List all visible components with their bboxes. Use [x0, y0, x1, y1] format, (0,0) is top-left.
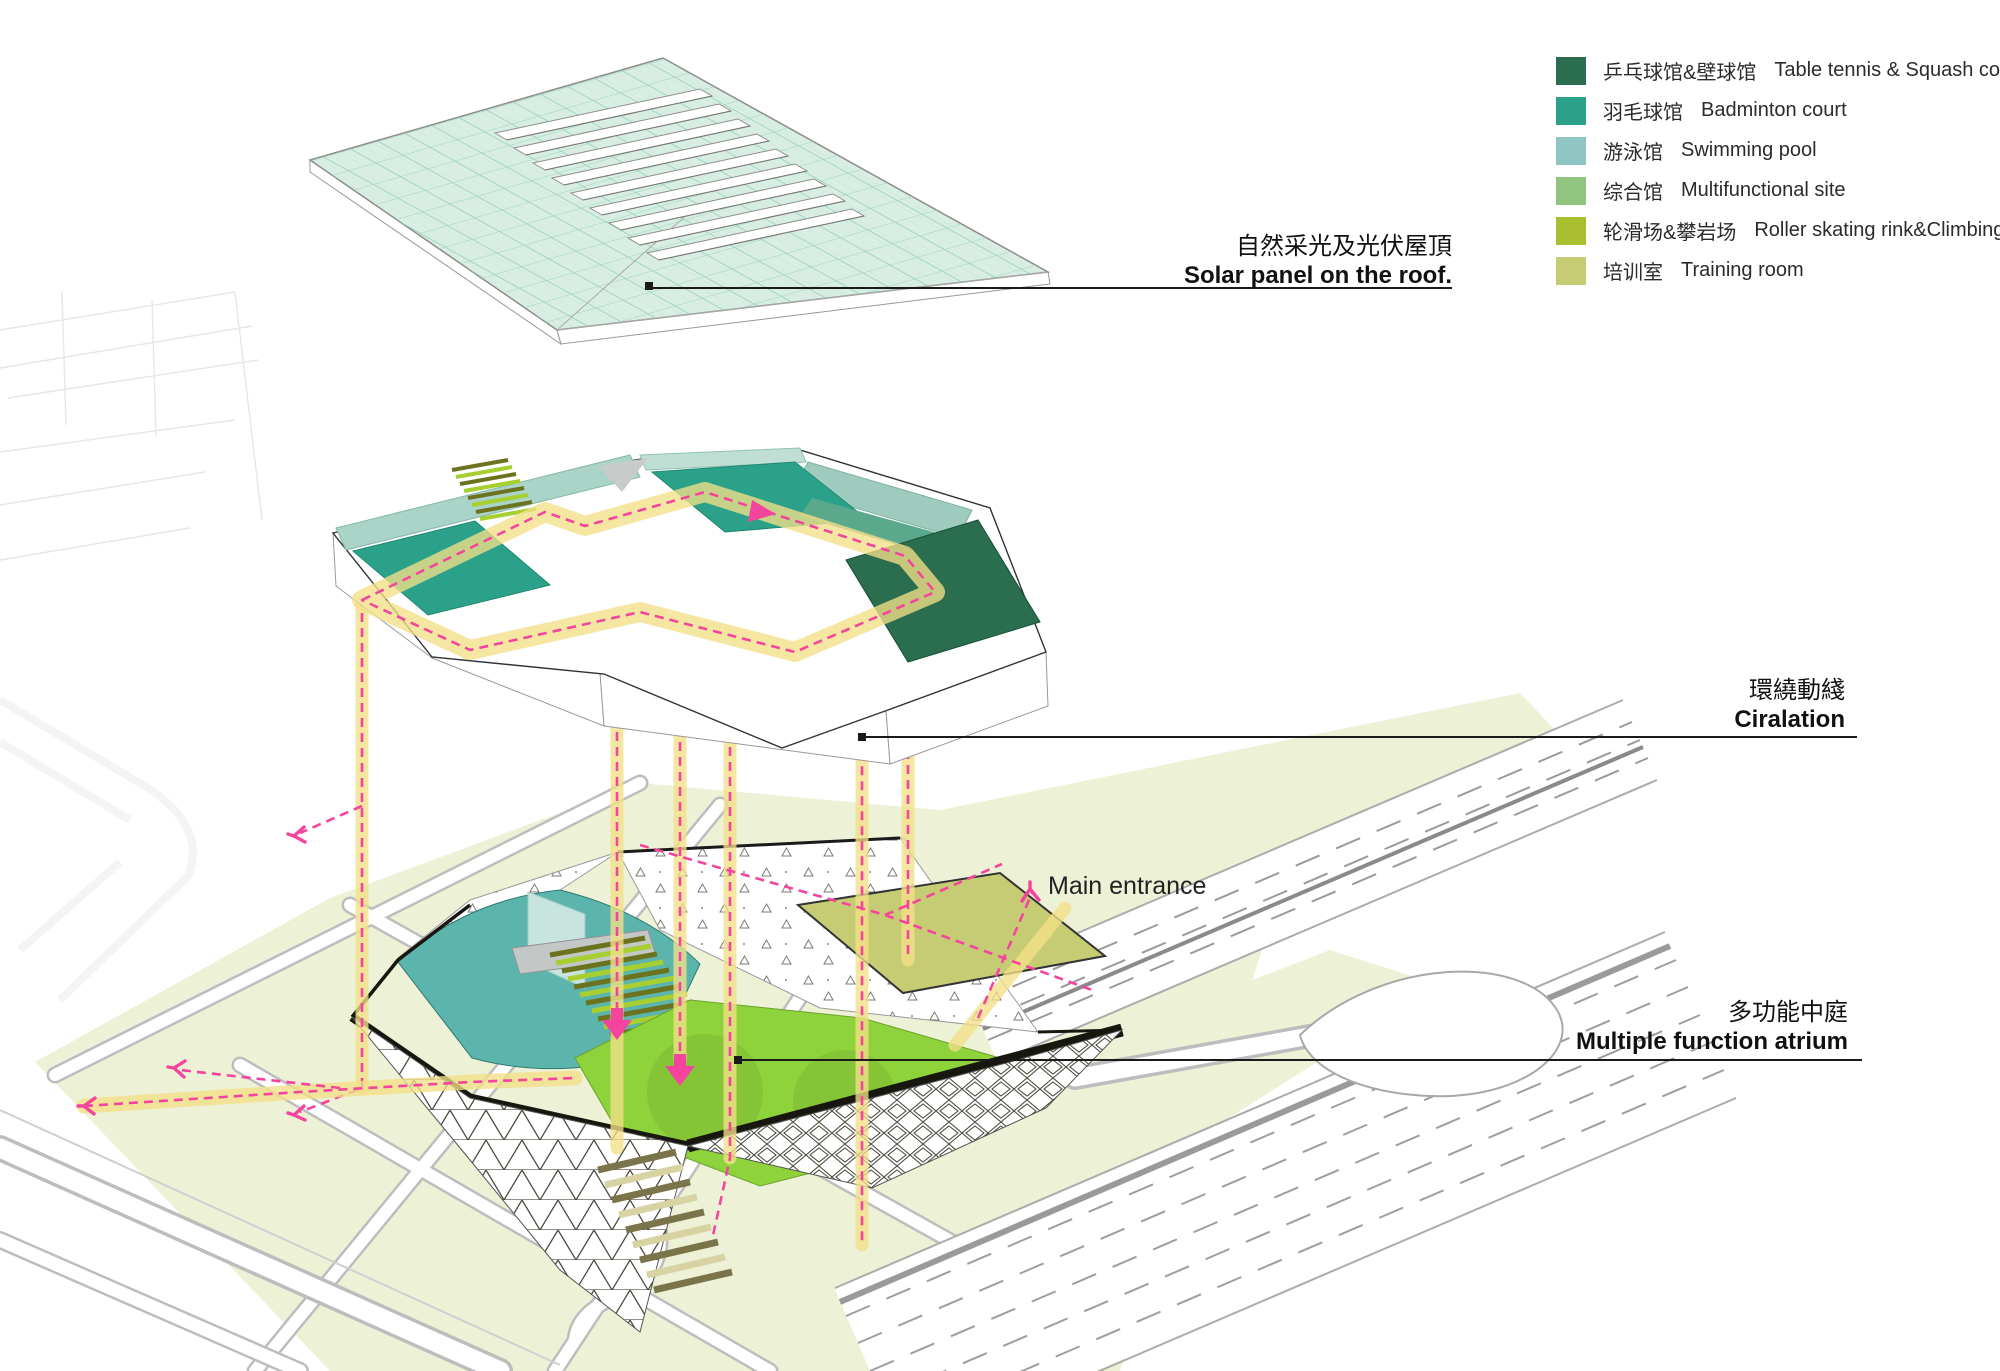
- floor-plate: [331, 447, 1049, 765]
- label-circulation-en: Ciralation: [1734, 706, 1845, 733]
- plate-ramp-stripes: [451, 458, 537, 521]
- legend-item-table-tennis: 乒乓球馆&壁球馆 Table tennis & Squash court: [1556, 56, 2000, 85]
- legend-swatch-training: [1556, 256, 1586, 285]
- legend-label-en: Roller skating rink&Climbing wall: [1754, 219, 2000, 241]
- ground-circulation: [76, 843, 1093, 1114]
- y-arrow: [286, 1104, 307, 1122]
- legend: 乒乓球馆&壁球馆 Table tennis & Squash court 羽毛球…: [1556, 56, 2000, 285]
- legend-swatch-table-tennis: [1556, 56, 1586, 85]
- solar-panel-array: [493, 88, 866, 261]
- label-atrium: 多功能中庭 Multiple function atrium: [1576, 998, 1848, 1056]
- label-main-entrance: Main entrance: [1048, 872, 1207, 900]
- legend-item-roller-skating: 轮滑场&攀岩场 Roller skating rink&Climbing wal…: [1556, 216, 2000, 245]
- label-circulation: 環繞動綫 Ciralation: [1734, 676, 1845, 734]
- label-circulation-cn: 環繞動綫: [1749, 677, 1845, 704]
- legend-label-cn: 游泳馆: [1603, 142, 1663, 164]
- y-arrow: [76, 1096, 97, 1116]
- label-solar-roof: 自然采光及光伏屋頂 Solar panel on the roof.: [1184, 232, 1452, 290]
- legend-item-badminton: 羽毛球馆 Badminton court: [1556, 96, 2000, 125]
- y-arrow-entrance: [1020, 880, 1041, 903]
- legend-label-en: Table tennis & Squash court: [1774, 59, 2000, 81]
- plate-circulation-route: [360, 490, 937, 654]
- y-arrow: [286, 825, 307, 844]
- down-arrows: [602, 1008, 695, 1086]
- legend-label-cn: 综合馆: [1603, 182, 1663, 204]
- legend-label-en: Multifunctional site: [1681, 179, 1846, 201]
- label-atrium-cn: 多功能中庭: [1728, 999, 1848, 1026]
- legend-label-cn: 乒乓球馆&壁球馆: [1603, 62, 1757, 84]
- route-arrows: [76, 825, 1041, 1122]
- legend-item-swimming: 游泳馆 Swimming pool: [1556, 136, 2000, 165]
- leader-solar: [645, 282, 1452, 290]
- entry-stairs: [597, 1148, 733, 1294]
- legend-label-cn: 轮滑场&攀岩场: [1603, 222, 1737, 244]
- legend-label-en: Swimming pool: [1681, 139, 1817, 161]
- right-facade-mesh: [688, 1030, 1122, 1188]
- leader-circulation: [858, 733, 1857, 741]
- loop-road: [1063, 970, 1564, 1098]
- label-solar-roof-cn: 自然采光及光伏屋頂: [1236, 233, 1452, 260]
- legend-label-en: Badminton court: [1701, 99, 1847, 121]
- legend-swatch-multifunctional: [1556, 176, 1586, 205]
- leader-lines: [645, 282, 1862, 1064]
- grey-notch: [598, 458, 648, 492]
- label-atrium-en: Multiple function atrium: [1576, 1028, 1848, 1055]
- faint-context-wireframe: [0, 291, 263, 1003]
- legend-swatch-swimming: [1556, 136, 1586, 165]
- legend-swatch-badminton: [1556, 96, 1586, 125]
- label-solar-roof-en: Solar panel on the roof.: [1183, 262, 1452, 289]
- legend-item-multifunctional: 综合馆 Multifunctional site: [1556, 176, 2000, 205]
- route-arrowhead: [748, 500, 776, 522]
- legend-swatch-roller-skating: [1556, 216, 1586, 245]
- y-arrow: [166, 1059, 187, 1079]
- legend-item-training: 培训室 Training room: [1556, 256, 2000, 285]
- left-facade-mesh: [352, 1017, 688, 1332]
- legend-label-cn: 羽毛球馆: [1603, 102, 1683, 124]
- legend-label-cn: 培训室: [1603, 262, 1663, 284]
- legend-label-en: Training room: [1681, 259, 1804, 281]
- perimeter-wall-top: [639, 447, 807, 471]
- leader-atrium: [734, 1056, 1862, 1064]
- solar-roof: [308, 57, 1051, 346]
